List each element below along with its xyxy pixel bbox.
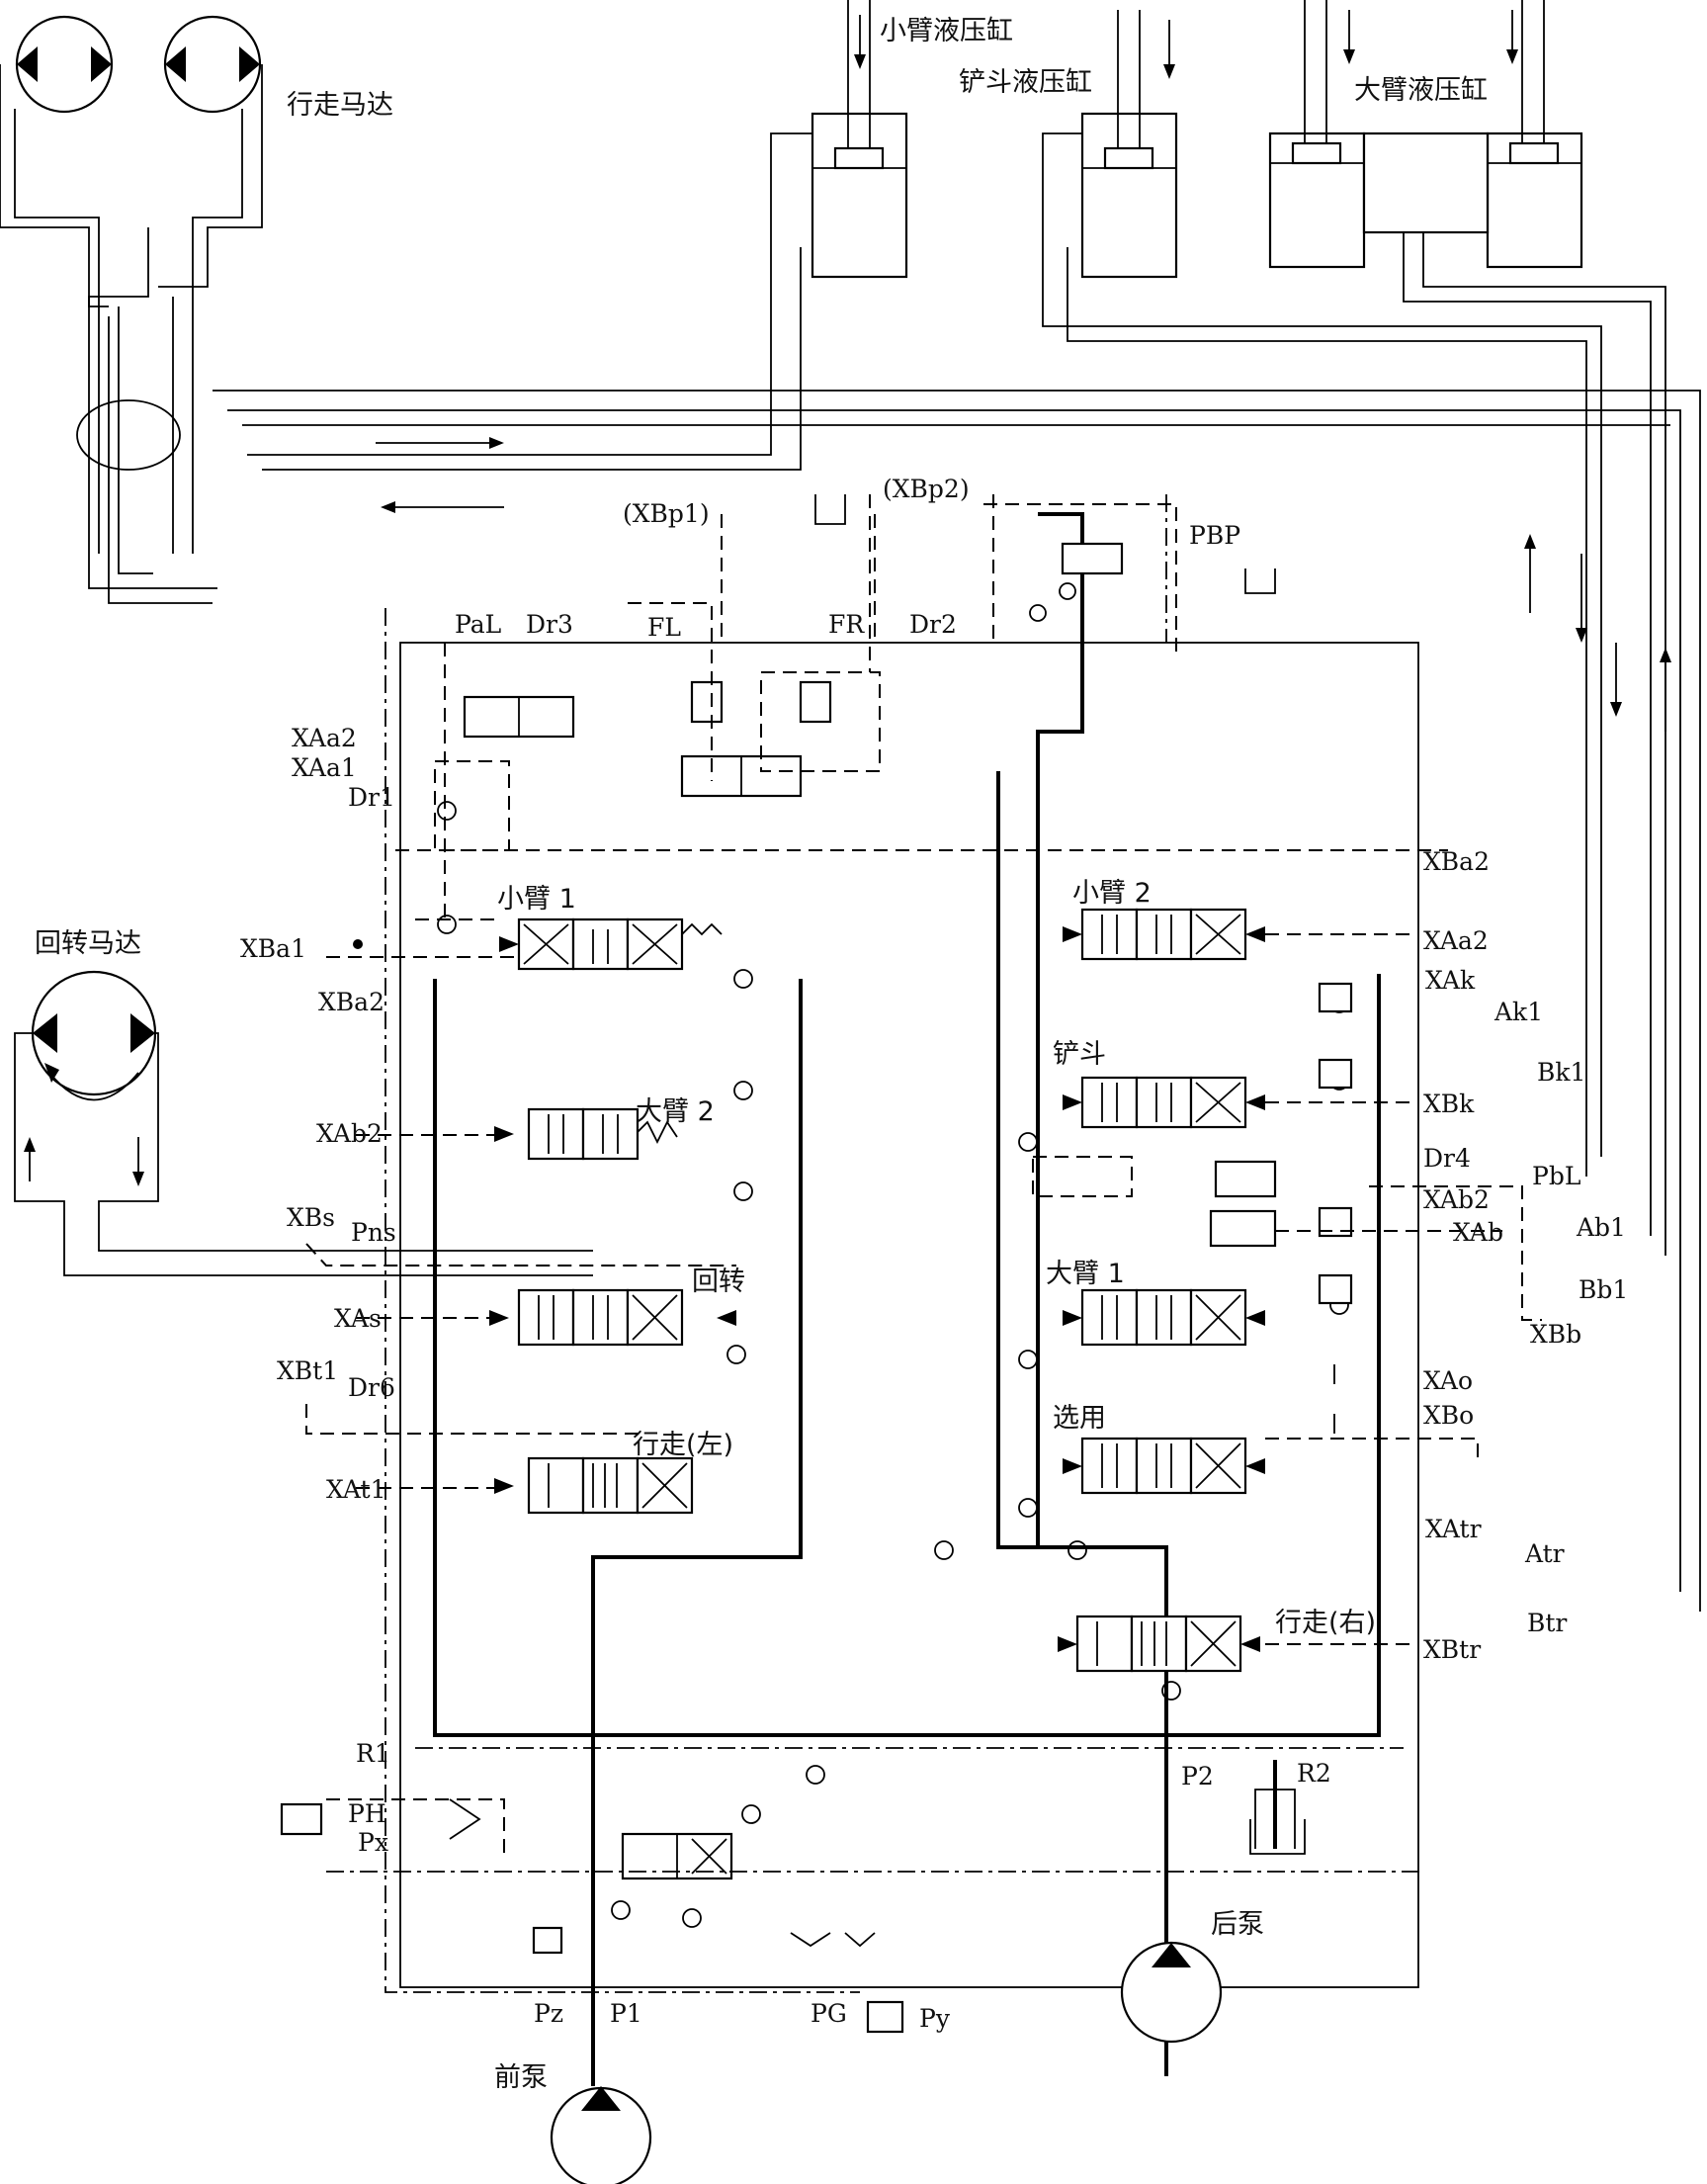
valve-body [384,512,1419,2086]
right-relief-valves [1032,982,1353,1434]
travel-motor-pipes [0,64,263,604]
port-xbo: XBo [1423,1401,1474,1430]
spool-travel-left[interactable] [494,1456,694,1515]
port-xba1: XBa1 [240,934,306,963]
tank-symbols [814,494,1306,1855]
port-bb1: Bb1 [1579,1275,1628,1304]
boom-cylinder-label: 大臂液压缸 [1354,75,1488,106]
port-dr6: Dr6 [348,1373,395,1402]
port-p1: P1 [610,1999,642,2028]
port-xbtr: XBtr [1423,1635,1481,1664]
spool-boom1[interactable] [1063,1288,1265,1347]
port-xbb: XBb [1530,1320,1581,1349]
port-atr: Atr [1524,1539,1565,1568]
port-xba2-left: XBa2 [318,988,384,1016]
port-xab2-right: XAb2 [1423,1185,1490,1214]
port-ab1: Ab1 [1576,1213,1626,1242]
port-pal: PaL [455,610,501,639]
port-pbp: PBP [1189,521,1240,550]
port-px: Px [358,1828,388,1857]
port-pz: Pz [534,1999,563,2028]
port-bk1: Bk1 [1537,1058,1585,1087]
port-xas: XAs [334,1304,382,1333]
port-xatr: XAtr [1425,1515,1482,1543]
front-pump-label: 前泵 [494,2062,548,2093]
port-pbl: PbL [1532,1162,1580,1190]
port-pns: Pns [351,1218,396,1247]
port-xbs: XBs [287,1203,335,1232]
boom2-label: 大臂 2 [636,1096,715,1127]
port-ak1: Ak1 [1494,998,1543,1026]
travel-right-label: 行走(右) [1275,1608,1376,1638]
port-xbp1: (XBp1) [623,499,710,528]
swing-motor [14,970,593,1276]
stick1-label: 小臂 1 [497,884,576,915]
port-xao: XAo [1423,1366,1473,1395]
stick-cylinder [811,0,908,279]
port-xaa1: XAa1 [292,753,357,782]
pilot-lines [305,494,1542,1873]
port-r2: R2 [1297,1759,1331,1788]
stick-cylinder-label: 小臂液压缸 [880,16,1013,46]
port-xbt1: XBt1 [277,1356,338,1385]
stick2-label: 小臂 2 [1072,878,1152,909]
check-valves [437,801,1349,1928]
port-fl: FL [647,613,681,642]
rear-pump-label: 后泵 [1211,1909,1264,1940]
port-dr1: Dr1 [348,783,395,812]
port-xbp2: (XBp2) [883,475,970,503]
bucket-cylinder-label: 铲斗液压缸 [959,67,1092,98]
cylinder-pipes [213,132,1701,1612]
flow-arrows [376,437,1671,732]
port-xak: XAk [1425,966,1476,995]
swing-motor-label: 回转马达 [35,928,141,959]
boom-cylinders [1268,0,1583,269]
spool-optional[interactable] [1063,1437,1265,1495]
spool-swing[interactable] [489,1288,736,1347]
travel-left-label: 行走(左) [633,1430,733,1460]
port-dr2: Dr2 [909,610,957,639]
port-p2: P2 [1181,1762,1214,1791]
port-pg: PG [811,1999,847,2028]
port-dr3: Dr3 [526,610,573,639]
port-py: Py [919,2004,951,2033]
port-xaa2-left: XAa2 [292,724,357,752]
port-xbk: XBk [1423,1090,1475,1118]
boom1-label: 大臂 1 [1046,1259,1125,1289]
spool-stick1[interactable] [499,917,723,971]
port-xat1: XAt1 [326,1475,385,1504]
bucket-cylinder [1080,10,1178,279]
swing-label: 回转 [692,1267,745,1297]
spool-bucket[interactable] [1063,1076,1265,1129]
port-xab: XAb [1453,1218,1503,1247]
top-control-valves [415,494,1177,920]
port-xba2-right: XBa2 [1423,847,1490,876]
travel-motor-label: 行走马达 [287,90,393,121]
optional-label: 选用 [1053,1403,1106,1434]
bucket-label: 铲斗 [1053,1039,1106,1070]
front-pump [550,2086,652,2184]
port-btr: Btr [1527,1609,1567,1637]
spool-stick2[interactable] [1063,908,1265,961]
port-r1: R1 [356,1739,390,1768]
port-xaa2-right: XAa2 [1423,926,1489,955]
port-fr: FR [828,610,865,639]
port-xab2-left: XAb2 [316,1119,383,1148]
travel-motor-left [15,15,114,114]
spool-travel-right[interactable] [1058,1615,1260,1673]
spool-boom2[interactable] [494,1107,678,1161]
rear-pump [1120,1941,1223,2044]
travel-motor-right [163,15,262,114]
port-ph: PH [348,1799,386,1828]
port-dr4: Dr4 [1423,1144,1471,1173]
